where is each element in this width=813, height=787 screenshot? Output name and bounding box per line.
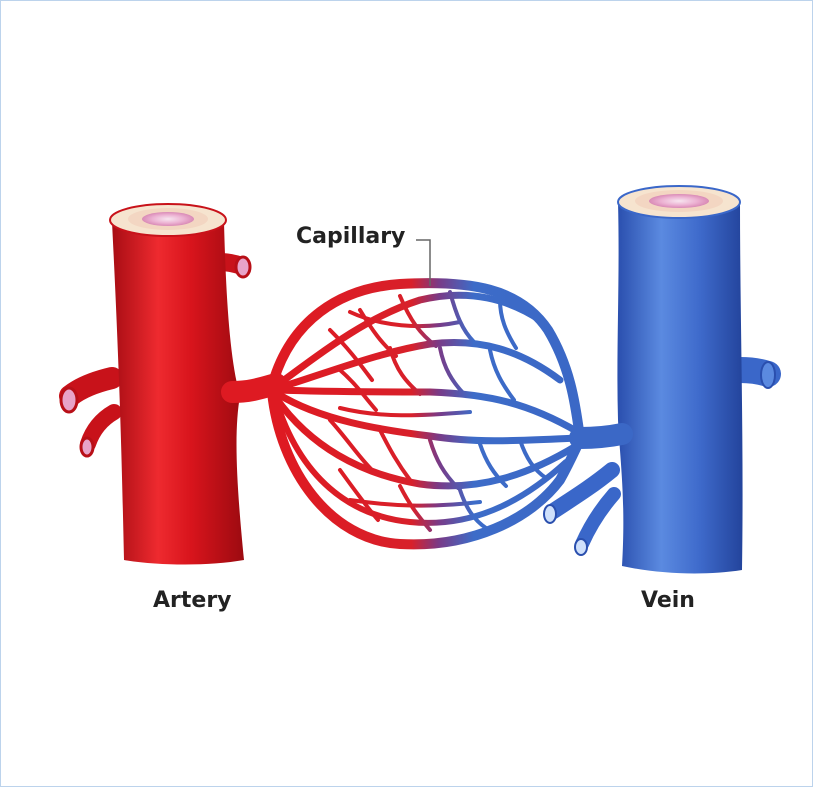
artery-label: Artery bbox=[153, 590, 232, 612]
vein bbox=[544, 186, 775, 573]
artery bbox=[61, 204, 250, 565]
vein-label: Vein bbox=[641, 590, 695, 612]
capillary-label: Capillary bbox=[296, 226, 405, 248]
